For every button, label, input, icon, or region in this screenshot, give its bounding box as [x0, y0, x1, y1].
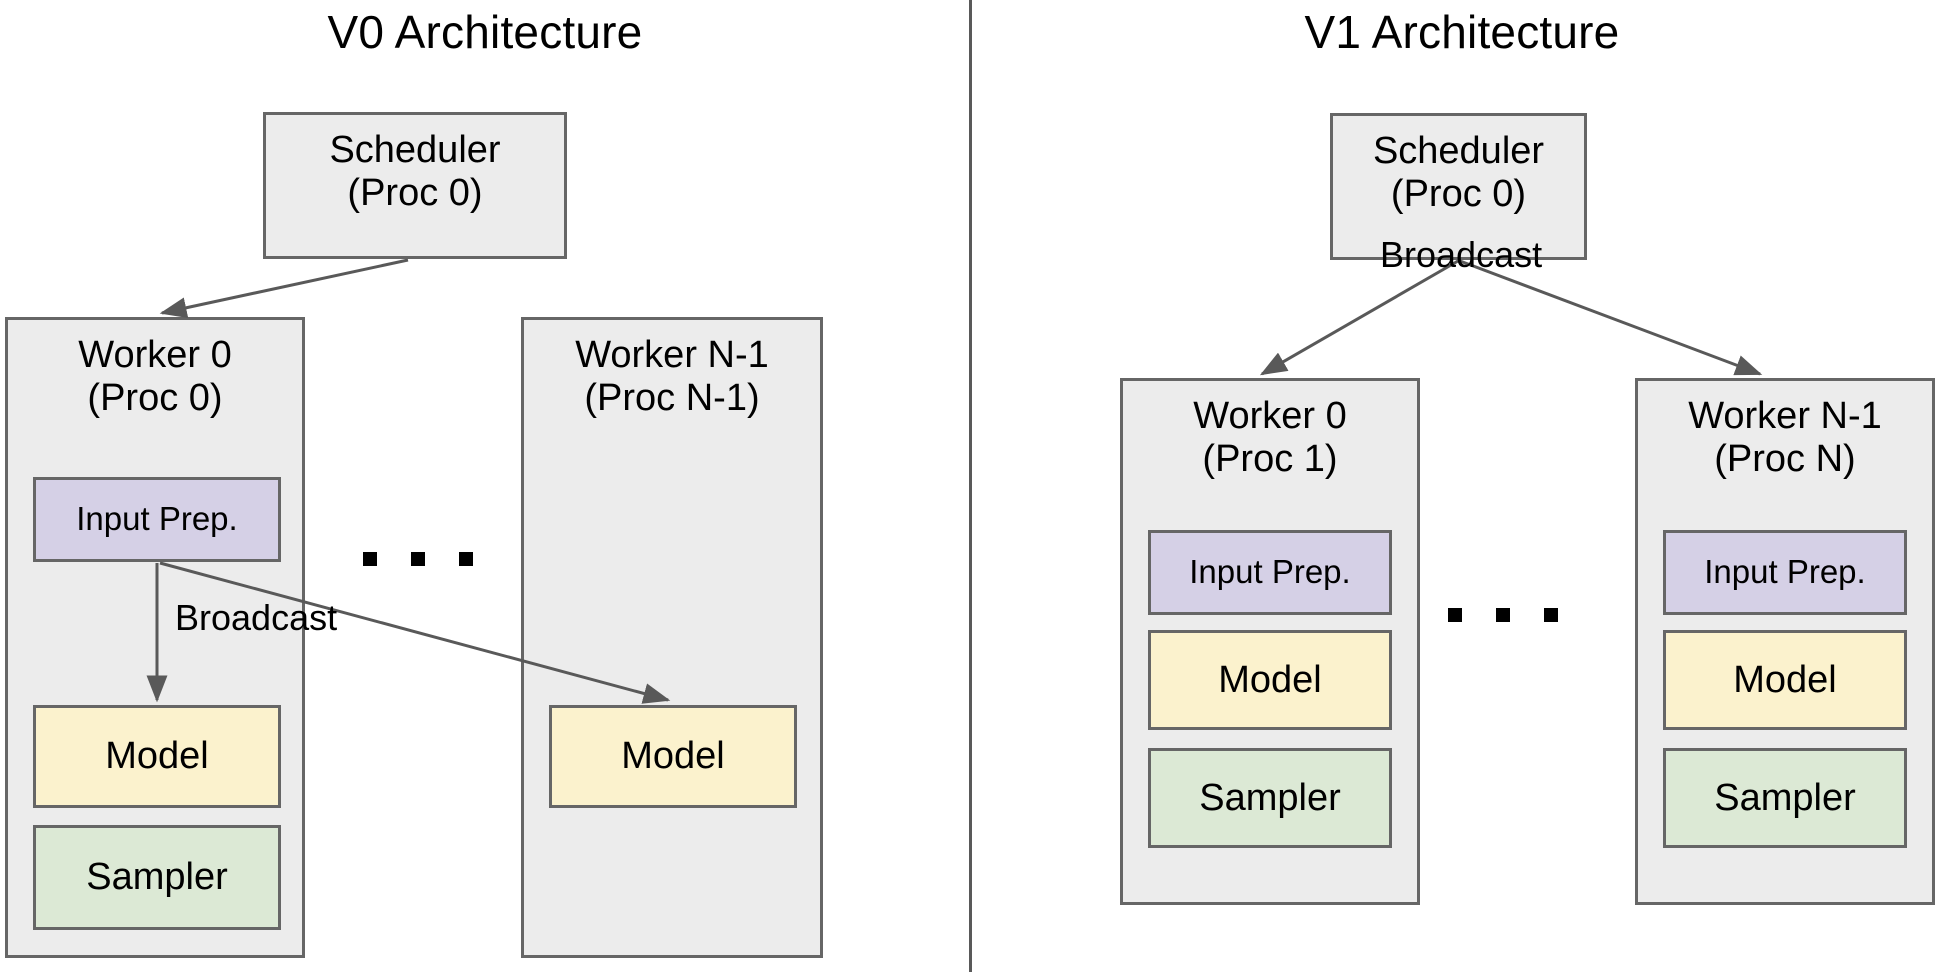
v0-worker-0-input-prep-node: Input Prep.: [33, 477, 281, 562]
v0-worker-0-input-prep-label: Input Prep.: [76, 500, 238, 538]
v1-edge-scheduler-to-workern: [1459, 259, 1763, 376]
v1-worker-0-sampler-label: Sampler: [1199, 776, 1341, 819]
v0-worker-0-model-node: Model: [33, 705, 281, 808]
v1-ellipsis-dot: [1544, 608, 1558, 622]
v0-worker-0-model-label: Model: [105, 735, 209, 778]
v0-ellipsis-dot: [459, 552, 473, 566]
v0-worker-0-sampler-node: Sampler: [33, 825, 281, 930]
v0-scheduler-label: Scheduler (Proc 0): [329, 129, 501, 214]
v1-worker-n-input-prep-label: Input Prep.: [1704, 553, 1866, 591]
v1-worker-n-sampler-label: Sampler: [1714, 776, 1856, 819]
v0-ellipsis: [363, 552, 473, 566]
v1-scheduler-label: Scheduler (Proc 0): [1372, 130, 1545, 215]
v1-ellipsis-dot: [1448, 608, 1462, 622]
v0-worker-n-node: Worker N-1 (Proc N-1): [521, 317, 823, 958]
v1-worker-n-input-prep-node: Input Prep.: [1663, 530, 1907, 615]
v1-worker-n-model-node: Model: [1663, 630, 1907, 730]
v1-worker-0-input-prep-node: Input Prep.: [1148, 530, 1392, 615]
v1-worker-n-sampler-node: Sampler: [1663, 748, 1907, 848]
panel-title-v0: V0 Architecture: [327, 6, 643, 58]
v0-scheduler-node: Scheduler (Proc 0): [263, 112, 567, 259]
v0-broadcast-label: Broadcast: [175, 597, 338, 638]
panel-divider: [969, 0, 972, 972]
v1-worker-0-sampler-node: Sampler: [1148, 748, 1392, 848]
v0-ellipsis-dot: [363, 552, 377, 566]
v1-scheduler-node: Scheduler (Proc 0): [1330, 113, 1587, 260]
v1-worker-n-label: Worker N-1 (Proc N): [1688, 395, 1882, 480]
v1-worker-0-model-node: Model: [1148, 630, 1392, 730]
v1-broadcast-label: Broadcast: [1380, 234, 1543, 275]
v0-ellipsis-dot: [411, 552, 425, 566]
v1-ellipsis-dot: [1496, 608, 1510, 622]
v0-worker-0-sampler-label: Sampler: [86, 856, 228, 899]
v1-ellipsis: [1448, 608, 1558, 622]
v0-worker-n-model-node: Model: [549, 705, 797, 808]
v0-worker-n-label: Worker N-1 (Proc N-1): [575, 334, 769, 419]
v1-worker-n-model-label: Model: [1733, 658, 1837, 701]
panel-v1-architecture: V1 Architecture Scheduler (Proc 0) Worke…: [970, 0, 1954, 972]
v1-worker-0-model-label: Model: [1218, 658, 1322, 701]
v0-worker-n-model-label: Model: [621, 735, 725, 778]
v1-edge-scheduler-to-worker0: [1259, 259, 1459, 376]
panel-v0-architecture: V0 Architecture Scheduler (Proc 0) Worke…: [0, 0, 970, 972]
v1-worker-0-input-prep-label: Input Prep.: [1189, 553, 1351, 591]
v0-worker-0-label: Worker 0 (Proc 0): [78, 334, 232, 419]
panel-title-v1: V1 Architecture: [1304, 6, 1620, 58]
v0-edge-scheduler-to-worker0: [159, 258, 409, 319]
v1-worker-0-label: Worker 0 (Proc 1): [1193, 395, 1347, 480]
